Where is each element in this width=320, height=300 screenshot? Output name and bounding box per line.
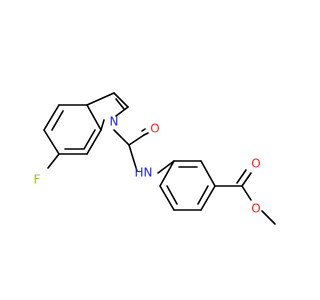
ester-ether-oxygen-label: O — [251, 202, 260, 216]
bond — [47, 153, 60, 169]
chemical-structure-diagram: F N O N H O O — [34, 92, 276, 225]
bond — [197, 185, 209, 205]
bond — [241, 172, 252, 187]
bond — [86, 92, 115, 106]
bond — [128, 144, 138, 172]
bond — [157, 160, 175, 174]
bond — [166, 185, 178, 205]
bond — [141, 128, 146, 132]
indole-nitrogen-label: N — [110, 115, 119, 129]
amide-hydrogen-label: H — [134, 166, 143, 180]
bond — [43, 104, 60, 131]
bond — [83, 129, 96, 150]
bond — [86, 129, 102, 155]
bond — [113, 129, 130, 146]
bond — [143, 132, 149, 136]
bond — [128, 134, 145, 146]
bond — [100, 119, 105, 131]
amide-oxygen-label: O — [150, 122, 159, 136]
bond-lines — [43, 92, 276, 225]
ester-carbonyl-oxygen-label: O — [251, 157, 260, 171]
bond — [159, 160, 175, 187]
bond — [51, 110, 64, 131]
bond — [261, 210, 276, 225]
bond — [200, 185, 216, 211]
bond — [241, 185, 252, 201]
bond — [113, 92, 129, 108]
fluorine-atom-label: F — [34, 173, 41, 187]
bond — [200, 160, 216, 187]
atom-labels: F N O N H O O — [34, 115, 261, 216]
bond — [236, 169, 247, 184]
bond — [43, 129, 60, 155]
bond — [115, 98, 125, 110]
bond — [86, 104, 102, 131]
amide-nitrogen-label: N — [144, 166, 153, 180]
bond — [159, 185, 175, 211]
bond — [115, 106, 129, 117]
